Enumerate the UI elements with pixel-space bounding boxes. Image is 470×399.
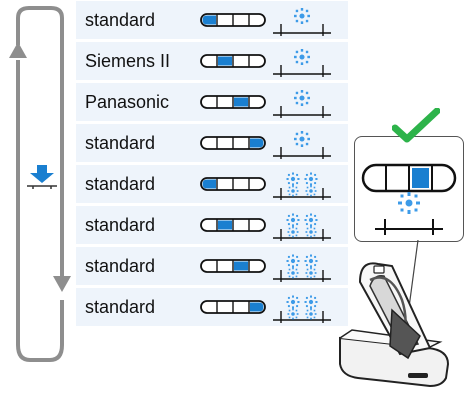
mode-row: standard [76, 247, 348, 285]
mode-row: standard [76, 288, 348, 326]
mode-label: standard [85, 174, 156, 194]
mode-switch-icon [200, 95, 266, 109]
mode-row: Siemens II [76, 42, 348, 80]
led-wrap [271, 249, 333, 288]
switch-wrap [200, 259, 266, 278]
cycle-loop-icon [9, 6, 71, 362]
switch-wrap [200, 218, 266, 237]
mode-row: standard [76, 165, 348, 203]
led-wrap [271, 167, 333, 206]
zoom-led-icon [375, 192, 443, 235]
mode-switch-icon [200, 218, 266, 232]
up-arrowhead-icon [9, 42, 27, 58]
zoom-detail [361, 163, 457, 235]
led-indicator-icon [273, 254, 331, 282]
mode-switch-icon [200, 54, 266, 68]
led-wrap [271, 3, 333, 42]
switch-wrap [200, 300, 266, 319]
led-wrap [271, 290, 333, 329]
press-button-icon [27, 165, 57, 189]
mode-row: standard [76, 1, 348, 39]
mode-label: standard [85, 256, 156, 276]
zoom-switch-icon [361, 163, 457, 193]
led-wrap [271, 44, 333, 83]
led-indicator-icon [273, 90, 331, 118]
switch-wrap [200, 13, 266, 32]
led-indicator-icon [273, 8, 331, 36]
switch-wrap [200, 95, 266, 114]
led-indicator-icon [273, 49, 331, 77]
mode-row: Panasonic [76, 83, 348, 121]
led-indicator-icon [273, 213, 331, 241]
switch-wrap [200, 54, 266, 73]
mode-label: Panasonic [85, 92, 170, 112]
mode-switch-icon [200, 259, 266, 273]
mode-label: standard [85, 215, 156, 235]
led-wrap [271, 208, 333, 247]
mode-switch-icon [200, 136, 266, 150]
mode-label: standard [85, 133, 156, 153]
led-indicator-icon [273, 295, 331, 323]
mode-switch-icon [200, 13, 266, 27]
mode-label: standard [85, 10, 156, 30]
zoom-callout [354, 136, 464, 242]
led-wrap [271, 126, 333, 165]
mode-row: standard [76, 124, 348, 162]
check-icon [392, 108, 440, 143]
led-wrap [271, 85, 333, 124]
led-indicator-icon [273, 131, 331, 159]
down-arrowhead-icon [53, 276, 71, 292]
mode-switch-icon [200, 300, 266, 314]
led-indicator-icon [273, 172, 331, 200]
mode-label: Siemens II [85, 51, 171, 71]
switch-wrap [200, 177, 266, 196]
mode-switch-icon [200, 177, 266, 191]
switch-wrap [200, 136, 266, 155]
mode-row: standard [76, 206, 348, 244]
base-station-illustration [339, 240, 450, 388]
mode-label: standard [85, 297, 156, 317]
